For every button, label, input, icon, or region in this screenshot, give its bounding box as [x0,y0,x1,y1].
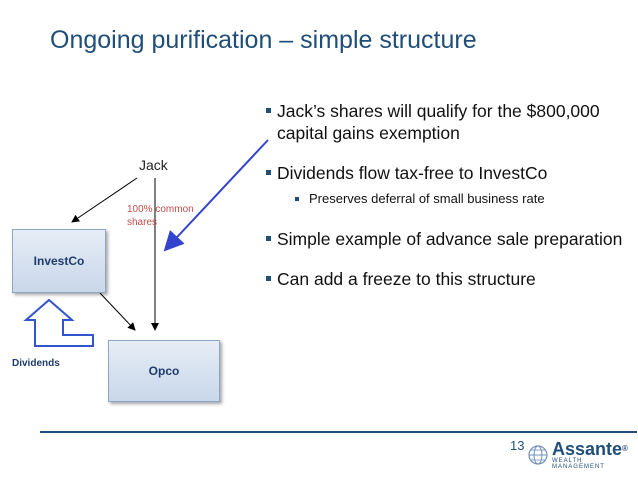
logo-name: Assante [551,439,622,459]
bullet-list: Jack’s shares will qualify for the $800,… [262,100,632,308]
investco-to-opco-arrow [99,292,136,331]
ownership-label: 100% common shares [127,204,194,228]
bullet-item: Simple example of advance sale preparati… [262,228,632,250]
investco-label: InvestCo [33,254,85,268]
logo-registered-mark: ® [621,444,628,453]
bullet-item: Can add a freeze to this structure [262,268,632,290]
logo-tagline: WEALTH MANAGEMENT [551,458,605,470]
bullet-square-icon [266,108,271,113]
bullet-text: Jack’s shares will qualify for the $800,… [277,101,600,143]
opco-box: Opco [108,340,220,402]
sub-bullet-text: Preserves deferral of small business rat… [309,191,545,206]
bullet-square-icon [266,236,271,241]
bullet-square-icon [295,197,299,201]
bullet-text: Can add a freeze to this structure [277,269,536,289]
jack-label: Jack [139,157,168,173]
bullet-item: Jack’s shares will qualify for the $800,… [262,100,632,144]
callout-arrow [163,139,269,252]
investco-box: InvestCo [12,229,106,293]
dividends-arrow [23,298,94,347]
bullet-square-icon [266,170,271,175]
jack-to-investco-arrow [71,177,138,223]
dividends-label: Dividends [12,358,60,369]
globe-icon [528,445,548,465]
slide-title: Ongoing purification – simple structure [50,26,477,54]
page-number: 13 [510,438,525,453]
sub-bullet-item: Preserves deferral of small business rat… [295,190,632,208]
footer-divider [40,431,637,433]
bullet-square-icon [266,276,271,281]
bullet-text: Simple example of advance sale preparati… [277,229,623,249]
opco-label: Opco [148,364,180,378]
assante-logo: Assante® WEALTH MANAGEMENT [528,440,638,470]
bullet-item: Dividends flow tax-free to InvestCo [262,162,632,184]
bullet-text: Dividends flow tax-free to InvestCo [277,163,548,183]
